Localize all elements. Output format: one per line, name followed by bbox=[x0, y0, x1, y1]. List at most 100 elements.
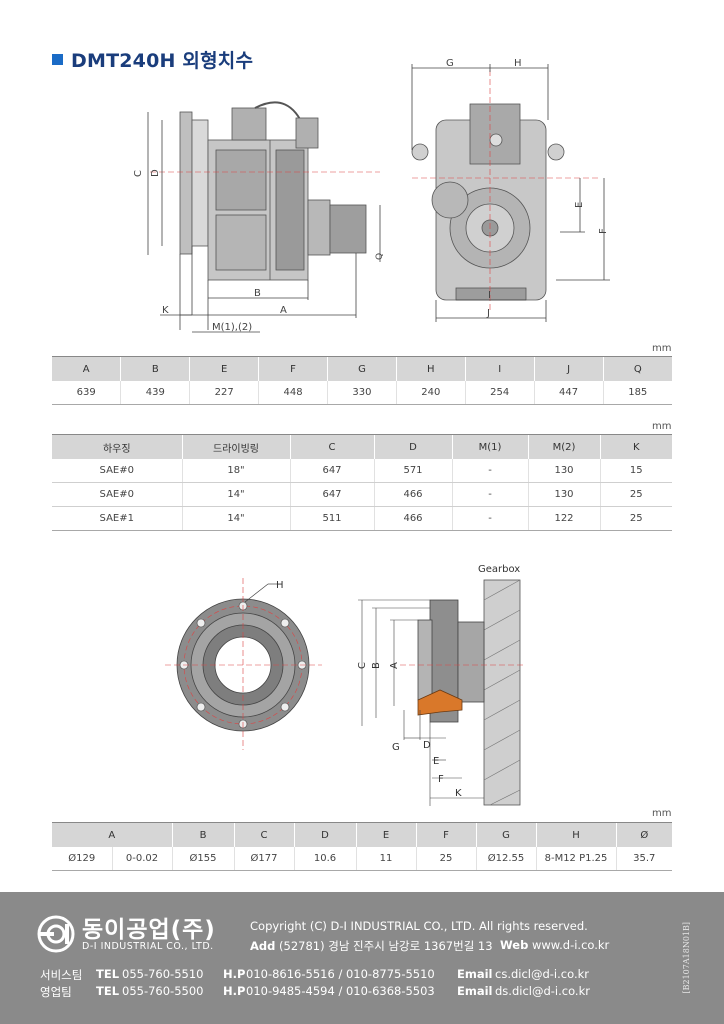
page-title: DMT240H 외형치수 bbox=[52, 46, 253, 73]
website: Web www.d-i.co.kr bbox=[500, 938, 609, 952]
coupling-label-f: F bbox=[438, 774, 444, 785]
web-link[interactable]: www.d-i.co.kr bbox=[531, 938, 610, 952]
table-cell: 639 bbox=[52, 381, 121, 405]
header-cell: C bbox=[233, 822, 294, 847]
table-cell: 227 bbox=[189, 381, 259, 405]
table-cell: 647 bbox=[289, 482, 374, 507]
table-cell: 647 bbox=[289, 459, 374, 483]
table-cell: 447 bbox=[533, 381, 603, 405]
coupling-label-d: D bbox=[423, 740, 431, 751]
table-row: SAE#1 14" 511 466 - 122 25 bbox=[52, 506, 672, 531]
unit-label-1: mm bbox=[652, 343, 672, 354]
dim-label-f: F bbox=[598, 228, 609, 234]
page-title-text: DMT240H 외형치수 bbox=[71, 50, 254, 72]
header-cell: H bbox=[395, 356, 466, 381]
table-cell: 448 bbox=[258, 381, 328, 405]
coupling-label-k: K bbox=[455, 788, 462, 799]
header-cell: M(1) bbox=[451, 434, 528, 459]
web-label: Web bbox=[500, 938, 529, 952]
coupling-label-c: C bbox=[357, 662, 368, 669]
team-name: 서비스팀 bbox=[40, 968, 83, 982]
table-cell: 466 bbox=[373, 506, 452, 531]
dim-label-a: A bbox=[280, 305, 287, 316]
tel-number[interactable]: 055-760-5510 bbox=[122, 967, 204, 981]
tel-label: TEL bbox=[96, 967, 120, 981]
header-cell: D bbox=[293, 822, 356, 847]
table-cell: 466 bbox=[373, 482, 452, 507]
team-name: 영업팀 bbox=[40, 985, 72, 999]
coupling-label-h: H bbox=[276, 580, 284, 591]
hp-label: H.P bbox=[223, 967, 246, 981]
company-logo-icon bbox=[37, 915, 75, 953]
header-cell: M(2) bbox=[527, 434, 600, 459]
table-cell: 14" bbox=[181, 482, 290, 507]
header-cell: H bbox=[535, 822, 616, 847]
hp-label: H.P bbox=[223, 984, 246, 998]
dim-label-h: H bbox=[514, 58, 522, 69]
coupling-front-view bbox=[165, 578, 322, 750]
header-cell: G bbox=[327, 356, 397, 381]
tel-number[interactable]: 055-760-5500 bbox=[122, 984, 204, 998]
gearbox-label: Gearbox bbox=[478, 564, 520, 575]
address-label: Add bbox=[250, 939, 276, 953]
table-cell: 25 bbox=[415, 847, 476, 871]
table-cell: SAE#1 bbox=[52, 506, 182, 531]
header-cell: I bbox=[464, 356, 535, 381]
dim-label-j: J bbox=[486, 308, 490, 319]
copyright-text: Copyright (C) D-I INDUSTRIAL CO., LTD. A… bbox=[250, 919, 588, 933]
dim-label-d: D bbox=[150, 169, 161, 177]
table-cell: 8-M12 P1.25 bbox=[535, 847, 616, 871]
header-cell: B bbox=[171, 822, 234, 847]
header-cell: A bbox=[52, 822, 172, 847]
header-cell: A bbox=[52, 356, 121, 381]
table-cell: 240 bbox=[395, 381, 466, 405]
dim-label-c: C bbox=[133, 170, 144, 177]
title-square-icon bbox=[52, 54, 63, 65]
header-cell: K bbox=[599, 434, 672, 459]
header-cell: Q bbox=[602, 356, 672, 381]
table-row: SAE#0 18" 647 571 - 130 15 bbox=[52, 459, 672, 483]
email-label: Email bbox=[457, 984, 493, 998]
table-cell: 330 bbox=[327, 381, 397, 405]
header-cell: Ø bbox=[615, 822, 672, 847]
header-cell: C bbox=[289, 434, 374, 459]
table-cell: - bbox=[451, 482, 528, 507]
table-cell: 0-0.02 bbox=[111, 847, 172, 871]
header-cell: F bbox=[258, 356, 328, 381]
dim-label-q: Q bbox=[375, 253, 385, 260]
front-view bbox=[411, 64, 610, 322]
coupling-label-e: E bbox=[433, 756, 439, 767]
tel-label: TEL bbox=[96, 984, 120, 998]
email-address[interactable]: cs.dicl@d-i.co.kr bbox=[495, 967, 589, 981]
table-cell: Ø177 bbox=[233, 847, 294, 871]
table-cell: 10.6 bbox=[293, 847, 356, 871]
coupling-label-g: G bbox=[392, 742, 400, 753]
table-cell: 511 bbox=[289, 506, 374, 531]
gearbox-dimension-drawing: C D K B A M(1),(2) Q G H E F I J bbox=[133, 58, 610, 333]
dim-label-g: G bbox=[446, 58, 454, 69]
table-cell: 130 bbox=[527, 459, 600, 483]
document-code: [B2107A18N01B] bbox=[682, 922, 691, 994]
header-cell: E bbox=[189, 356, 259, 381]
table-cell: 35.7 bbox=[615, 847, 672, 871]
email-address[interactable]: ds.dicl@d-i.co.kr bbox=[495, 984, 590, 998]
unit-label-3: mm bbox=[652, 808, 672, 819]
header-cell: G bbox=[475, 822, 536, 847]
header-cell: F bbox=[415, 822, 476, 847]
dimension-table-3: A B C D E F G H Ø Ø129 0-0.02 Ø155 Ø177 … bbox=[52, 822, 672, 871]
footer: 동이공업(주) D-I INDUSTRIAL CO., LTD. Copyrig… bbox=[0, 892, 724, 1024]
hp-number[interactable]: 010-9485-4594 / 010-6368-5503 bbox=[246, 984, 435, 998]
side-view bbox=[147, 101, 381, 333]
email-label: Email bbox=[457, 967, 493, 981]
table-cell: 15 bbox=[599, 459, 672, 483]
dim-label-b: B bbox=[254, 288, 261, 299]
table-cell: 185 bbox=[602, 381, 672, 405]
header-cell: E bbox=[355, 822, 416, 847]
coupling-dimension-drawing: H Gearb bbox=[165, 564, 524, 806]
table-cell: 25 bbox=[599, 482, 672, 507]
table-cell: 439 bbox=[120, 381, 190, 405]
coupling-label-b: B bbox=[371, 662, 382, 669]
table-row: Ø129 0-0.02 Ø155 Ø177 10.6 11 25 Ø12.55 … bbox=[52, 847, 672, 871]
hp-number[interactable]: 010-8616-5516 / 010-8775-5510 bbox=[246, 967, 435, 981]
dimension-table-2: 하우징 드라이빙링 C D M(1) M(2) K SAE#0 18" 647 … bbox=[52, 434, 672, 531]
